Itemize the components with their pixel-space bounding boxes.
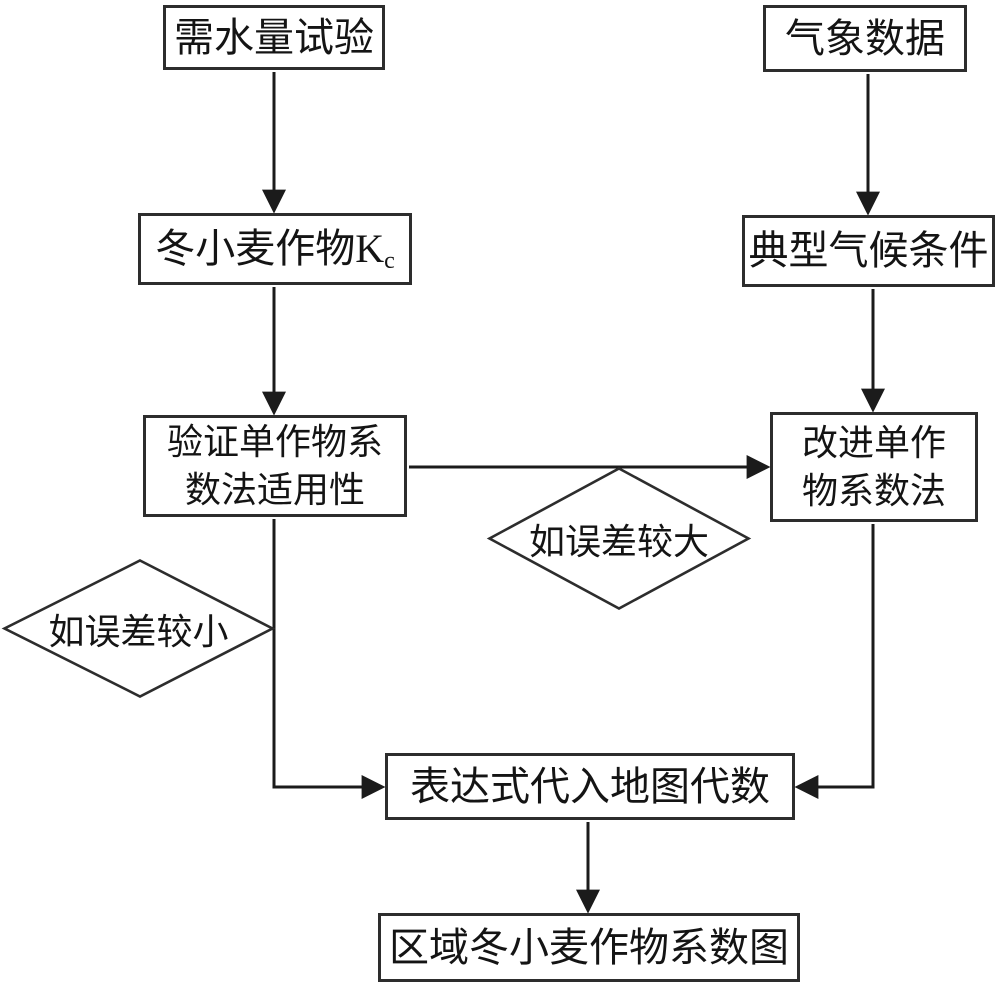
node-verify-method: 验证单作物系 数法适用性	[143, 415, 407, 517]
node-improve-method-line2: 物系数法	[801, 471, 946, 511]
node-verify-method-line2: 数法适用性	[184, 470, 365, 510]
kc-subscript: c	[384, 248, 395, 274]
arrow-verify-to-map-algebra	[272, 519, 386, 799]
node-typical-climate-label: 典型气候条件	[748, 228, 989, 273]
node-regional-map-label: 区域冬小麦作物系数图	[389, 924, 789, 970]
node-map-algebra-label: 表达式代入地图代数	[410, 763, 770, 809]
kc-main-text: 冬小麦作物K	[155, 226, 385, 271]
arrow-improve-to-map-algebra	[794, 524, 875, 799]
decision-error-small: 如误差较小	[1, 559, 276, 698]
node-verify-method-line1: 验证单作物系	[166, 422, 383, 462]
node-water-demand-test: 需水量试验	[163, 5, 385, 70]
node-typical-climate: 典型气候条件	[742, 215, 995, 287]
decision-error-large-label: 如误差较大	[528, 521, 709, 562]
node-winter-wheat-kc: 冬小麦作物Kc	[138, 213, 412, 285]
node-weather-data-label: 气象数据	[785, 15, 945, 61]
diamond-shape	[1, 559, 276, 698]
node-winter-wheat-kc-label: 冬小麦作物Kc	[155, 225, 395, 273]
node-regional-map: 区域冬小麦作物系数图	[378, 913, 800, 982]
node-improve-method: 改进单作 物系数法	[770, 412, 978, 522]
diamond-shape	[486, 467, 752, 610]
node-weather-data: 气象数据	[763, 5, 967, 72]
decision-error-small-label: 如误差较小	[48, 611, 229, 652]
node-improve-method-line1: 改进单作	[801, 423, 946, 463]
node-map-algebra: 表达式代入地图代数	[385, 753, 795, 820]
decision-error-large: 如误差较大	[486, 467, 752, 610]
node-water-demand-test-label: 需水量试验	[174, 14, 374, 60]
